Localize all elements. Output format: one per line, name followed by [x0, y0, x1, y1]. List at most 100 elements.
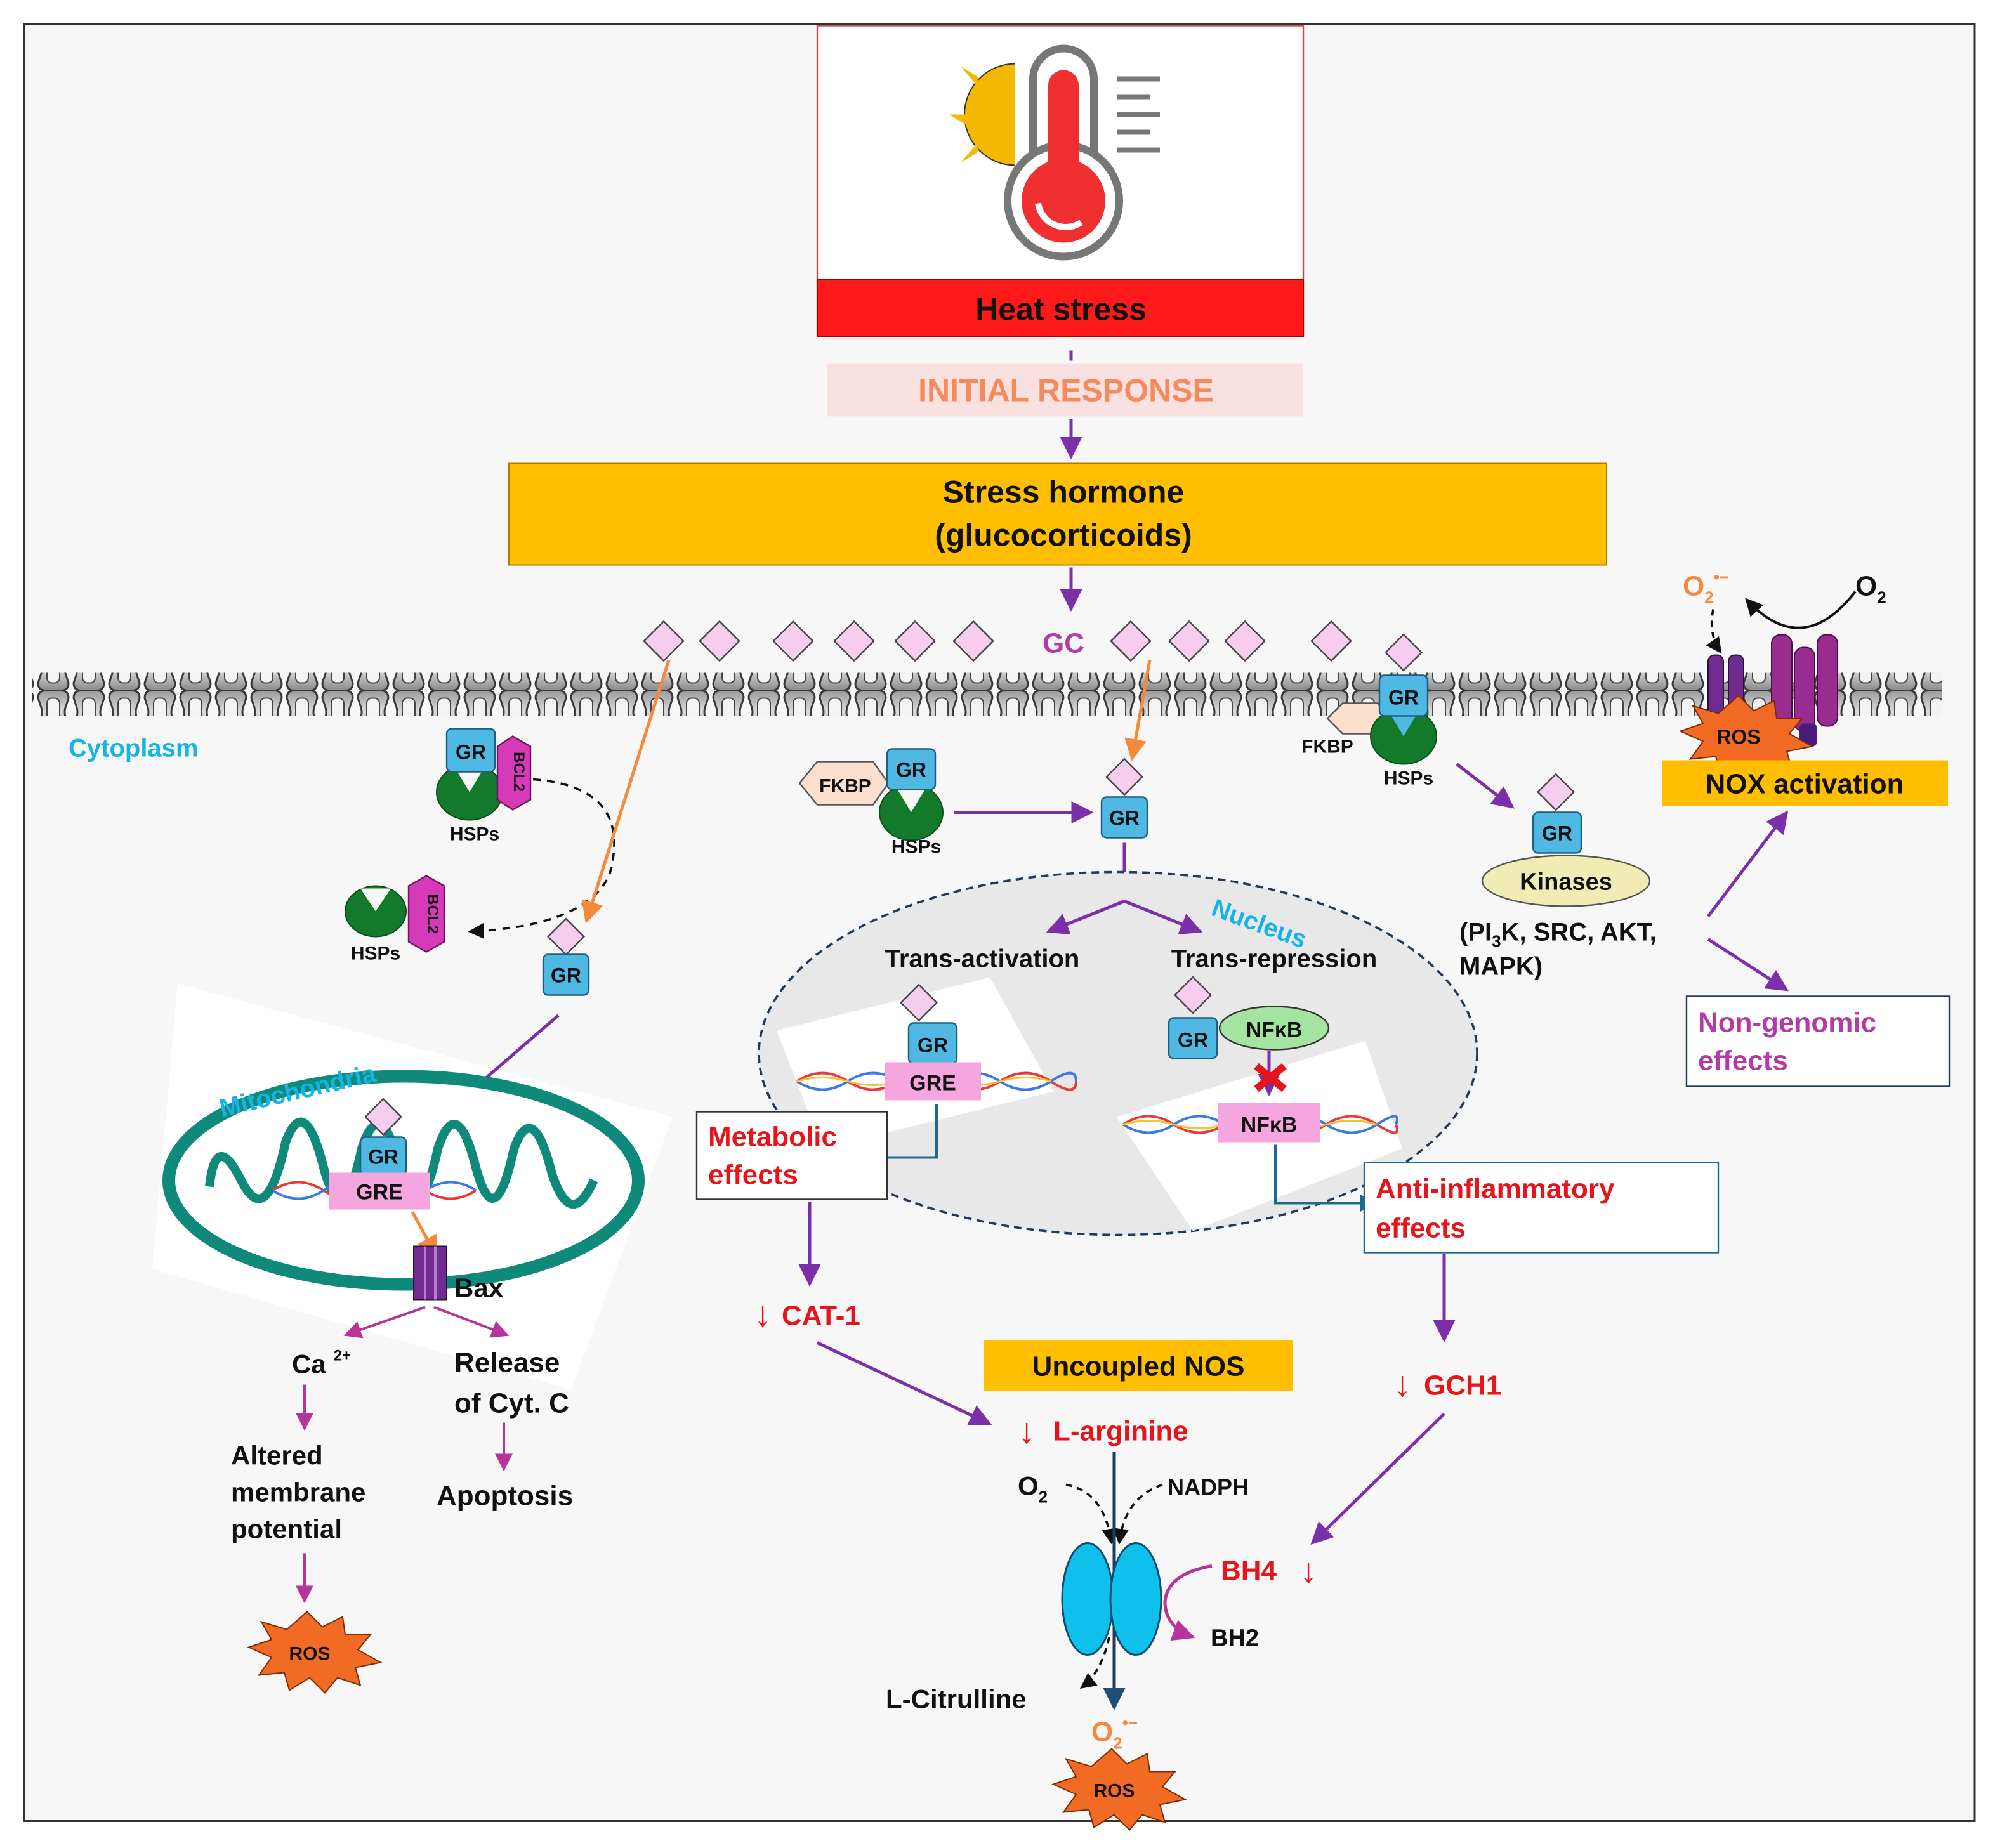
gr-hsp-bcl2-complex: GR BCL2 HSPs: [436, 728, 532, 845]
arrow-to-transrepression: [1124, 900, 1203, 935]
down-arrow-bh4: ↓: [1299, 1550, 1317, 1590]
nuclear-dna-nfkb: NFκB: [1122, 1103, 1398, 1143]
svg-text:ROS: ROS: [1093, 1781, 1135, 1802]
initial-response-box: [827, 363, 1303, 417]
cell-membrane: [32, 672, 1942, 716]
fkbp-gr-hsp-complex: FKBP GR HSPs: [798, 748, 944, 858]
nos-enzyme: [1061, 1542, 1162, 1656]
dashed-arrow-nadph-to-nos: [1112, 1483, 1163, 1545]
trans-activation-label: Trans-activation: [885, 945, 1080, 973]
arrow-nfkb-to-antiinflammatory: [1274, 1144, 1378, 1212]
arrow-o2-to-superoxide: [1745, 591, 1857, 629]
svg-text:GR: GR: [456, 741, 486, 764]
kinase-list-line2: MAPK): [1459, 953, 1543, 981]
kinases-label: Kinases: [1520, 869, 1612, 896]
arrow-bax-to-ca: [343, 1306, 426, 1339]
svg-text:HSPs: HSPs: [1384, 768, 1433, 789]
svg-text:GR: GR: [896, 759, 926, 782]
stress-hormone-line2: (glucocorticoids): [935, 518, 1192, 553]
arrow-kinases-to-nox: [1707, 810, 1789, 918]
arrow-bax-to-release: [433, 1306, 510, 1338]
arrow-gc-to-gr-left: [581, 659, 671, 924]
arrow-bh4-to-bh2: [1163, 1564, 1213, 1641]
bh2-label: BH2: [1211, 1625, 1259, 1652]
svg-text:HSPs: HSPs: [450, 824, 499, 845]
svg-text:GR: GR: [368, 1146, 398, 1169]
apoptosis-label: Apoptosis: [437, 1481, 573, 1512]
altered-line2: membrane: [231, 1478, 365, 1507]
gc-molecules: [643, 620, 1352, 662]
membrane-gr-complex: GR FKBP HSPs: [1301, 633, 1437, 789]
ros-burst-left: ROS: [247, 1611, 383, 1694]
arrow-cat1-to-larginine: [816, 1341, 992, 1425]
arrow-to-kinases: [1456, 763, 1515, 809]
heat-stress-label: Heat stress: [975, 292, 1147, 327]
nuclear-dna-gre: GR GRE: [796, 983, 1077, 1101]
svg-text:ROS: ROS: [1716, 726, 1760, 749]
svg-text:ROS: ROS: [289, 1644, 330, 1665]
altered-line3: potential: [231, 1514, 342, 1544]
l-citrulline-label: L-Citrulline: [886, 1684, 1027, 1714]
gc-gr-kinases: GR Kinases: [1481, 773, 1651, 907]
nox-activation-box: [1662, 760, 1948, 806]
gc-gr-left: GR: [542, 917, 590, 996]
svg-text:GRE: GRE: [909, 1071, 956, 1096]
ros-burst-bottom: ROS: [1051, 1748, 1187, 1831]
svg-text:GR: GR: [1542, 822, 1572, 845]
uncoupled-nos-box: [984, 1340, 1293, 1391]
non-genomic-line2: effects: [1698, 1045, 1788, 1077]
svg-text:GR: GR: [1388, 686, 1419, 709]
svg-text:GR: GR: [918, 1034, 948, 1057]
bax-label: Bax: [454, 1273, 504, 1303]
gc-label: GC: [1043, 628, 1084, 659]
down-arrow-gch1: ↓: [1393, 1364, 1411, 1404]
down-arrow-larginine: ↓: [1018, 1411, 1036, 1451]
nadph-label: NADPH: [1168, 1474, 1249, 1500]
metabolic-line1: Metabolic: [708, 1122, 837, 1153]
arrow-to-transactivation: [1046, 900, 1125, 935]
block-x-icon: [1254, 1063, 1287, 1092]
svg-text:FKBP: FKBP: [819, 776, 871, 797]
anti-inflammatory-line1: Anti-inflammatory: [1376, 1174, 1615, 1205]
gr-nfkb-complex: GR NFκB: [1168, 976, 1330, 1059]
non-genomic-line1: Non-genomic: [1698, 1007, 1876, 1039]
superoxide-bottom: O2•−: [1091, 1714, 1138, 1753]
l-arginine-label: L-arginine: [1053, 1416, 1188, 1447]
trans-repression-label: Trans-repression: [1171, 945, 1378, 973]
anti-inflammatory-box: [1363, 1162, 1720, 1254]
cat1-label: CAT-1: [782, 1301, 860, 1332]
thermometer-icon: [949, 44, 1160, 261]
svg-text:GR: GR: [551, 964, 581, 987]
altered-line1: Altered: [231, 1441, 323, 1471]
svg-text:FKBP: FKBP: [1301, 737, 1353, 757]
dashed-arrow-dissociation: [468, 778, 615, 940]
o2-left-label: O2: [1018, 1471, 1048, 1507]
svg-text:HSPs: HSPs: [891, 837, 941, 858]
svg-text:NFκB: NFκB: [1241, 1113, 1298, 1137]
svg-text:BCL2: BCL2: [510, 752, 527, 792]
svg-text:GR: GR: [1109, 807, 1140, 830]
non-genomic-box: [1685, 995, 1951, 1087]
arrow-gch1-to-bh4: [1310, 1412, 1445, 1545]
svg-text:GRE: GRE: [356, 1181, 403, 1205]
gch1-label: GCH1: [1424, 1370, 1501, 1401]
bh4-label: BH4: [1221, 1556, 1277, 1587]
release-line1: Release: [454, 1347, 560, 1379]
svg-text:HSPs: HSPs: [351, 943, 400, 964]
svg-text:NFκB: NFκB: [1246, 1018, 1303, 1042]
gc-gr-center: GR: [1100, 757, 1148, 839]
dashed-arrow-superoxide-to-nox: [1706, 609, 1722, 654]
heat-stress-box: Heat stress: [816, 25, 1305, 337]
metabolic-box: [695, 1111, 888, 1200]
stress-hormone-box: [508, 462, 1607, 566]
nox-activation-label: NOX activation: [1706, 769, 1904, 800]
arrow-gc-to-gr-center: [1124, 660, 1152, 761]
superoxide-top: O2•−: [1683, 568, 1729, 607]
bax-channel: Bax: [413, 1245, 504, 1303]
down-arrow-cat1: ↓: [754, 1294, 772, 1334]
svg-text:GR: GR: [1178, 1029, 1208, 1052]
gc-gr-mito: GR GRE: [329, 1098, 430, 1210]
uncoupled-nos-label: Uncoupled NOS: [1032, 1351, 1245, 1382]
